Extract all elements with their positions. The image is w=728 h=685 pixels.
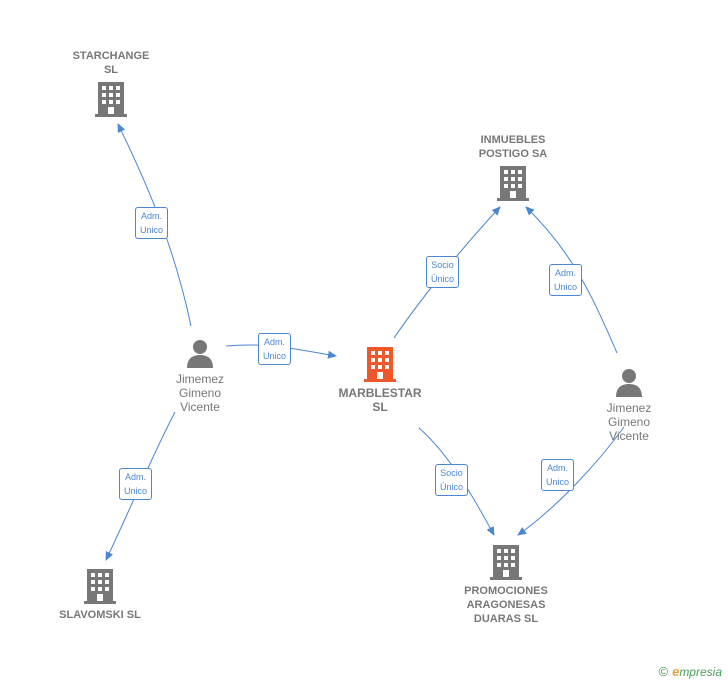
edge-label-adm-unico[interactable]: Adm. Unico: [541, 459, 575, 491]
edge-label-adm-unico[interactable]: Adm. Unico: [549, 264, 583, 296]
edge-label-socio-unico[interactable]: Socio Único: [435, 464, 469, 496]
node-label: SLAVOMSKI SL: [59, 609, 141, 621]
building-icon: [490, 545, 522, 580]
edge-label-adm-unico[interactable]: Adm. Unico: [258, 333, 292, 365]
edge-label-adm-unico[interactable]: Adm. Unico: [135, 207, 169, 239]
node-person-jimenez[interactable]: Jimenez Gimeno Vicente: [579, 367, 679, 443]
node-label: MARBLESTAR SL: [338, 386, 422, 414]
node-person-jimemez[interactable]: Jimemez Gimeno Vicente: [150, 338, 250, 414]
building-icon: [497, 166, 529, 201]
building-icon: [84, 569, 116, 604]
node-label: PROMOCIONES ARAGONESAS DUARAS SL: [464, 585, 548, 625]
node-marblestar[interactable]: MARBLESTAR SL: [329, 346, 431, 414]
node-slavomski[interactable]: SLAVOMSKI SL: [40, 568, 160, 622]
brand-logo-e: e: [672, 664, 680, 679]
building-icon: [364, 347, 396, 382]
node-starchange[interactable]: STARCHANGE SL: [60, 49, 162, 117]
node-promociones[interactable]: PROMOCIONES ARAGONESAS DUARAS SL: [446, 544, 566, 626]
brand-footer: ©empresia: [658, 664, 722, 679]
person-icon: [187, 340, 213, 368]
edge-label-socio-unico[interactable]: Socio Único: [426, 256, 460, 288]
copyright-symbol: ©: [658, 664, 669, 679]
node-inmuebles-postigo[interactable]: INMUEBLES POSTIGO SA: [461, 133, 565, 201]
node-label: Jimenez Gimeno Vicente: [606, 401, 652, 443]
person-icon: [616, 369, 642, 397]
edge-jimenez-promociones: [517, 426, 625, 536]
brand-logo-text: mpresia: [679, 665, 722, 679]
edge-label-adm-unico[interactable]: Adm. Unico: [119, 468, 153, 500]
node-label: Jimemez Gimeno Vicente: [175, 372, 224, 414]
node-label: STARCHANGE SL: [72, 50, 150, 76]
building-icon: [95, 82, 127, 117]
node-label: INMUEBLES POSTIGO SA: [478, 134, 548, 160]
